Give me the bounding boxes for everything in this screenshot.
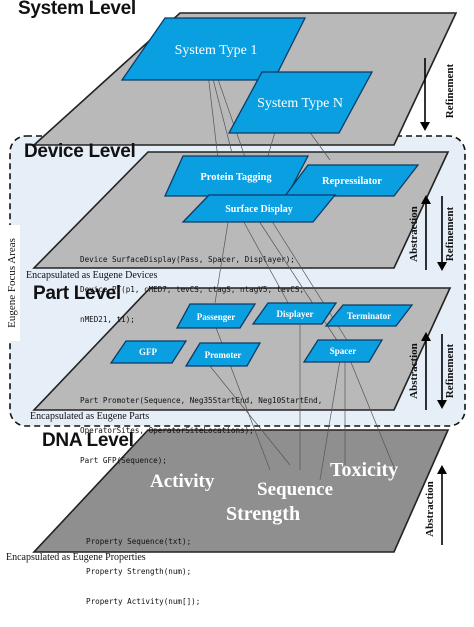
spacer-label: Spacer — [330, 346, 357, 356]
spacer-box[interactable] — [302, 339, 384, 363]
repressilator-box[interactable] — [283, 164, 420, 197]
focus-area-label: Eugene Focus Areas — [6, 225, 20, 341]
dna-level-title: DNA Level — [42, 430, 134, 451]
arrow-part-up — [421, 332, 431, 410]
part-code-line: Part Promoter(Sequence, Neg35StartEnd, N… — [80, 396, 323, 405]
dna-code-line: Property Activity(num[]); — [86, 597, 201, 606]
dna-caption: Encapsulated as Eugene Properties — [6, 552, 146, 563]
system-type-n-box[interactable] — [227, 71, 374, 134]
device-caption: Encapsulated as Eugene Devices — [26, 270, 158, 281]
arrow-system-down — [420, 58, 430, 131]
promoter-label: Promoter — [205, 350, 242, 360]
device-level-title: Device Level — [24, 141, 136, 162]
passenger-box[interactable] — [175, 303, 257, 329]
part-abstraction-label: Abstraction — [408, 343, 420, 399]
surface-display-box[interactable] — [181, 194, 337, 223]
layer-diagram: System Type 1 System Type N Protein Tagg… — [6, 0, 466, 606]
gfp-label: GFP — [139, 347, 157, 357]
device-code-line: Device SurfaceDisplay(Pass, Spacer, Disp… — [80, 255, 295, 264]
protein-tagging-label: Protein Tagging — [200, 172, 272, 183]
displayer-box[interactable] — [251, 302, 338, 325]
part-level-title: Part Level — [33, 283, 121, 304]
diagram-graphics: System Type 1 System Type N Protein Tagg… — [9, 12, 466, 553]
part-refinement-label: Refinement — [444, 343, 456, 399]
surface-display-label: Surface Display — [225, 204, 293, 215]
dna-property-toxicity: Toxicity — [330, 459, 399, 481]
arrow-device-up — [421, 195, 431, 270]
dna-property-sequence: Sequence — [257, 479, 333, 500]
dna-code-line: Property Strength(num); — [86, 567, 192, 576]
device-code-line: Device PT(p1, cMED7, tevCS, ctagS, ntagV… — [80, 285, 305, 294]
dna-abstraction-label: Abstraction — [424, 481, 436, 537]
promoter-box[interactable] — [184, 342, 262, 367]
device-code-line: nMED21, t1); — [80, 315, 135, 324]
arrow-device-down — [437, 196, 447, 271]
part-code-line: Part GFP(Sequence); — [80, 456, 167, 465]
repressilator-label: Repressilator — [322, 176, 382, 187]
arrow-dna-up — [437, 465, 447, 545]
system-level-title: System Level — [18, 0, 136, 19]
system-type-n-label: System Type N — [257, 96, 343, 111]
part-code-block: Part Promoter(Sequence, Neg35StartEnd, N… — [80, 376, 322, 486]
gfp-box[interactable] — [109, 340, 188, 364]
device-code-block: Device SurfaceDisplay(Pass, Spacer, Disp… — [80, 235, 304, 345]
dna-code-block: Property Sequence(txt); Property Strengt… — [86, 517, 200, 627]
dna-plane — [32, 429, 450, 553]
part-caption: Encapsulated as Eugene Parts — [30, 411, 150, 422]
part-code-line: OperatorSites, OperatorSiteLocations); — [80, 426, 254, 435]
dna-property-activity: Activity — [150, 471, 215, 492]
device-abstraction-label: Abstraction — [408, 206, 420, 262]
dna-property-strength: Strength — [226, 503, 301, 525]
arrow-part-down — [437, 334, 447, 409]
passenger-label: Passenger — [197, 312, 236, 322]
device-refinement-label: Refinement — [444, 206, 456, 262]
system-refinement-label: Refinement — [444, 63, 456, 119]
system-type-1-label: System Type 1 — [175, 43, 258, 58]
dna-code-line: Property Sequence(txt); — [86, 537, 192, 546]
terminator-box[interactable] — [324, 304, 414, 327]
terminator-label: Terminator — [347, 311, 391, 321]
displayer-label: Displayer — [277, 309, 314, 319]
